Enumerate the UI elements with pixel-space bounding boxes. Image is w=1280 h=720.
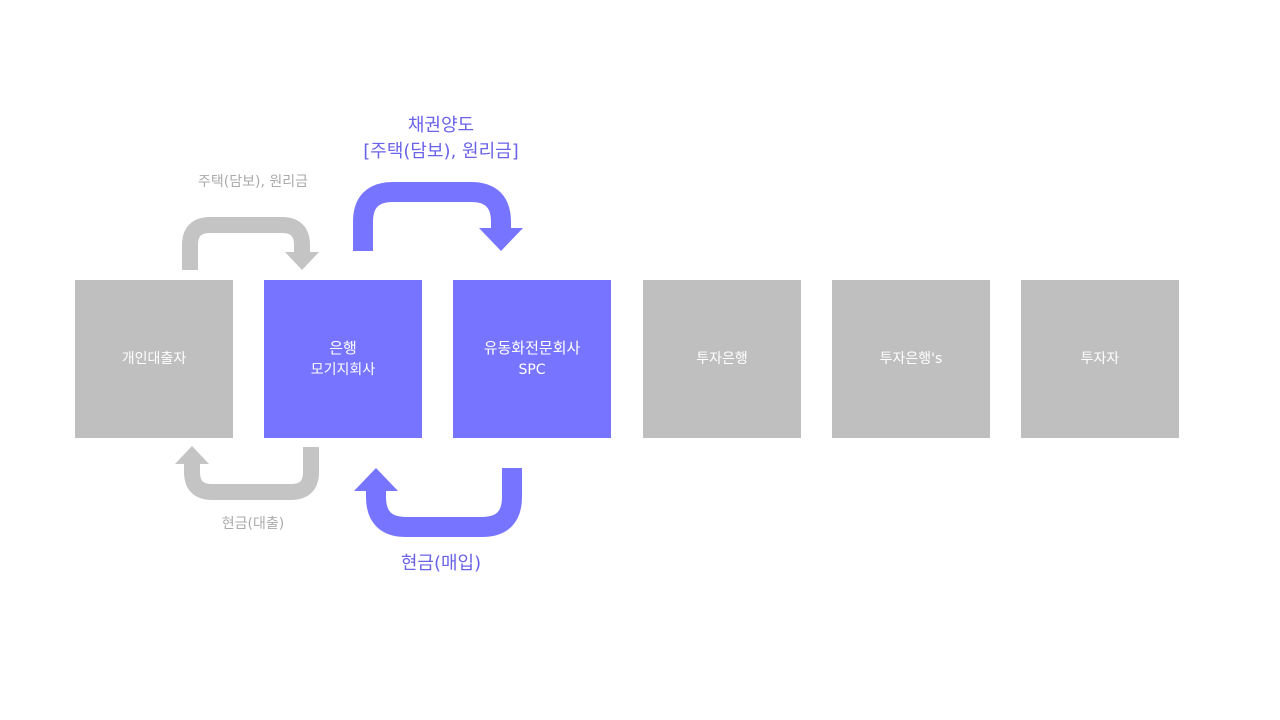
box-label: 유동화전문회사 bbox=[483, 339, 581, 357]
arrow-collateral-to-bank bbox=[182, 217, 310, 270]
arrow-claim-transfer-to-spc bbox=[353, 182, 511, 251]
box-label: 투자은행's bbox=[879, 351, 943, 367]
label-claim-transfer-detail: [주택(담보), 원리금] bbox=[363, 141, 519, 162]
box-label: 투자은행 bbox=[696, 351, 748, 367]
box-investor: 투자자 bbox=[1021, 280, 1179, 438]
box-label: 투자자 bbox=[1080, 351, 1120, 367]
box-bank-mortgage-company: 은행 모기지회사 bbox=[264, 280, 422, 438]
box-label: 은행 bbox=[329, 339, 357, 357]
label-claim-transfer-title: 채권양도 bbox=[407, 115, 475, 136]
arrow-head-purchase-cash-to-bank bbox=[354, 468, 398, 491]
box-investment-bank: 투자은행 bbox=[643, 280, 801, 438]
arrow-purchase-cash-to-bank bbox=[366, 468, 522, 537]
arrow-head-loan-cash-to-borrower bbox=[175, 446, 209, 464]
arrow-head-collateral-to-bank bbox=[285, 252, 319, 270]
box-sublabel: SPC bbox=[518, 362, 546, 378]
box-sublabel: 모기지회사 bbox=[310, 362, 376, 378]
label-loan-cash: 현금(대출) bbox=[221, 516, 285, 532]
label-collateral-principal: 주택(담보), 원리금 bbox=[198, 174, 308, 190]
arrow-loan-cash-to-borrower bbox=[184, 447, 319, 500]
label-purchase-cash: 현금(매입) bbox=[400, 553, 482, 574]
box-spc: 유동화전문회사 SPC bbox=[453, 280, 611, 438]
box-individual-borrower: 개인대출자 bbox=[75, 280, 233, 438]
box-label: 개인대출자 bbox=[121, 351, 187, 367]
box-investment-banks: 투자은행's bbox=[832, 280, 990, 438]
arrow-head-claim-transfer-to-spc bbox=[479, 228, 523, 251]
